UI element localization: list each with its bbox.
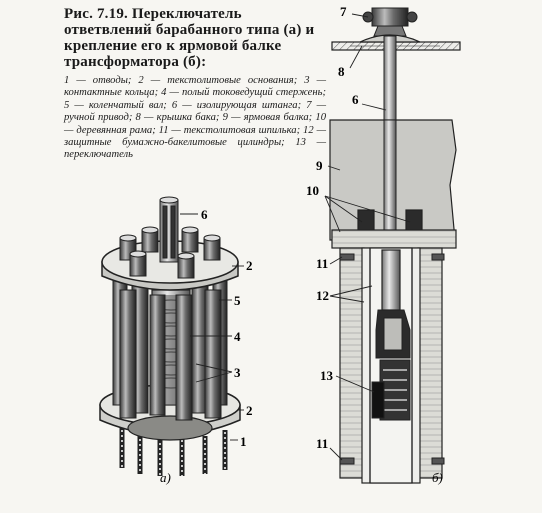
callout-3: 3 xyxy=(234,365,241,380)
callout-12: 12 xyxy=(316,288,329,303)
callout-6b: 6 xyxy=(352,92,359,107)
callout-10: 10 xyxy=(306,183,319,198)
callout-13: 13 xyxy=(320,368,334,383)
callout-7: 7 xyxy=(340,4,347,19)
insulating-rod xyxy=(159,196,179,263)
callout-2a-top: 2 xyxy=(246,258,253,273)
callout-4: 4 xyxy=(234,329,241,344)
manual-drive xyxy=(362,7,418,37)
wooden-frame xyxy=(331,209,457,249)
caption-legend: 1 — отводы; 2 — текстолитовые основания;… xyxy=(64,75,326,161)
callout-6a: 6 xyxy=(201,207,208,222)
mounting-drawing: 7 8 6 9 10 11 12 13 11 б) xyxy=(306,4,461,485)
callout-8: 8 xyxy=(338,64,345,79)
callout-1: 1 xyxy=(240,434,247,449)
caption-title: Рис. 7.19. Переключатель ответвлений бар… xyxy=(64,6,326,70)
terminal-caps xyxy=(119,226,221,279)
figure-title: Переключатель ответвлений барабанного ти… xyxy=(64,6,315,70)
figure-caption: Рис. 7.19. Переключатель ответвлений бар… xyxy=(64,6,326,162)
callout-2a-bottom: 2 xyxy=(246,403,253,418)
switch-assembly xyxy=(371,309,411,421)
callout-5: 5 xyxy=(234,293,241,308)
callout-11-top: 11 xyxy=(316,256,328,271)
sublabel-a: а) xyxy=(160,470,171,485)
callout-9: 9 xyxy=(316,158,323,173)
drum-switch-drawing: 6 2 5 4 3 2 1 а) xyxy=(99,196,253,485)
figure-number: Рис. 7.19. xyxy=(64,6,128,22)
sublabel-b: б) xyxy=(432,470,443,485)
frame-posts xyxy=(339,247,443,479)
callout-11-bottom: 11 xyxy=(316,436,328,451)
textolite-studs xyxy=(339,253,445,465)
yoke-beam xyxy=(329,119,457,241)
